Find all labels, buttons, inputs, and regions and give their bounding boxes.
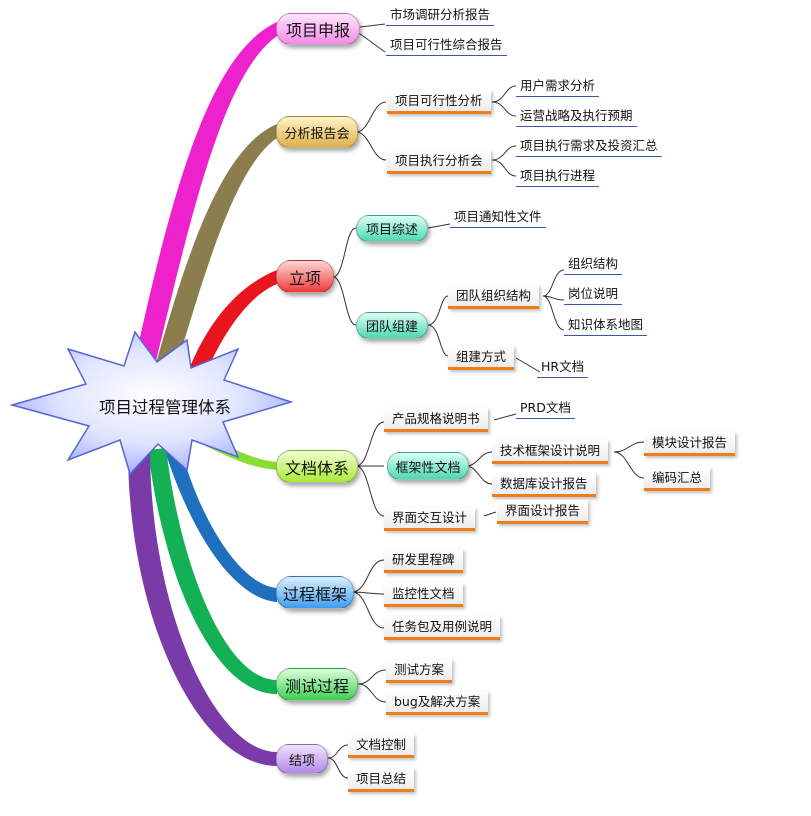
topic-label: 结项 (288, 753, 315, 769)
topic-project-initiation[interactable]: 立项 (276, 260, 334, 293)
branch-ribbon-5 (164, 446, 277, 602)
leaf-job-description: 岗位说明 (564, 286, 623, 305)
topic-label: 分析报告会 (284, 126, 350, 142)
topic-document-system[interactable]: 文档体系 (276, 450, 358, 483)
node-project-summary[interactable]: 项目总结 (348, 768, 415, 792)
node-ui-design-report[interactable]: 界面设计报告 (497, 500, 589, 524)
node-bug-solutions[interactable]: bug及解决方案 (386, 691, 489, 715)
node-tech-framework[interactable]: 技术框架设计说明 (492, 440, 609, 464)
subtopic-label: 项目综述 (365, 223, 418, 238)
topic-analysis-meeting[interactable]: 分析报告会 (276, 116, 358, 148)
leaf-hr-document: HR文档 (537, 359, 589, 378)
topic-label: 测试过程 (284, 676, 349, 696)
branch-ribbon-6 (148, 448, 277, 694)
subtopic-label: 团队组建 (365, 320, 418, 335)
node-coding-summary[interactable]: 编码汇总 (644, 467, 711, 491)
branch-ribbon-1 (130, 22, 277, 386)
node-execution-analysis[interactable]: 项目执行分析会 (387, 150, 491, 174)
node-module-design[interactable]: 模块设计报告 (644, 432, 736, 456)
node-product-spec[interactable]: 产品规格说明书 (384, 408, 488, 432)
root-label: 项目过程管理体系 (99, 398, 231, 417)
topic-process-framework[interactable]: 过程框架 (276, 576, 354, 609)
topic-label: 过程框架 (282, 584, 347, 604)
topic-label: 立项 (288, 268, 321, 288)
node-document-control[interactable]: 文档控制 (348, 734, 415, 758)
node-build-method[interactable]: 组建方式 (448, 346, 515, 370)
leaf-org-structure: 组织结构 (564, 256, 623, 275)
branch-ribbon-7 (128, 448, 277, 766)
node-feasibility-analysis[interactable]: 项目可行性分析 (387, 90, 491, 114)
leaf-project-notice: 项目通知性文件 (450, 209, 546, 228)
node-milestones[interactable]: 研发里程碑 (384, 549, 463, 573)
leaf-user-needs: 用户需求分析 (516, 78, 600, 97)
subtopic-project-overview[interactable]: 项目综述 (356, 215, 428, 242)
topic-label: 文档体系 (284, 458, 349, 478)
leaf-market-research-report: 市场调研分析报告 (386, 7, 495, 26)
branch-ribbon-2 (150, 124, 277, 388)
node-task-packages[interactable]: 任务包及用例说明 (384, 616, 501, 640)
connector-lines (327, 23, 645, 779)
leaf-execution-progress: 项目执行进程 (516, 168, 600, 187)
leaf-feasibility-report: 项目可行性综合报告 (386, 37, 507, 56)
node-ui-interaction[interactable]: 界面交互设计 (384, 507, 476, 531)
node-database-design[interactable]: 数据库设计报告 (492, 473, 596, 497)
root-starburst (9, 330, 294, 476)
topic-label: 项目申报 (285, 21, 350, 40)
topic-project-declaration[interactable]: 项目申报 (276, 13, 360, 45)
leaf-knowledge-map: 知识体系地图 (564, 317, 648, 336)
topic-project-closure[interactable]: 结项 (276, 744, 328, 774)
node-team-structure[interactable]: 团队组织结构 (448, 285, 540, 309)
subtopic-framework-docs[interactable]: 框架性文档 (387, 452, 469, 480)
topic-testing-process[interactable]: 测试过程 (276, 668, 358, 701)
leaf-prd-document: PRD文档 (516, 400, 575, 419)
subtopic-label: 框架性文档 (395, 460, 461, 476)
node-test-plan[interactable]: 测试方案 (386, 659, 453, 683)
leaf-operation-strategy: 运营战略及执行预期 (516, 108, 637, 127)
leaf-execution-investment: 项目执行需求及投资汇总 (516, 138, 662, 157)
node-monitoring-docs[interactable]: 监控性文档 (384, 583, 463, 607)
subtopic-team-building[interactable]: 团队组建 (356, 312, 428, 339)
